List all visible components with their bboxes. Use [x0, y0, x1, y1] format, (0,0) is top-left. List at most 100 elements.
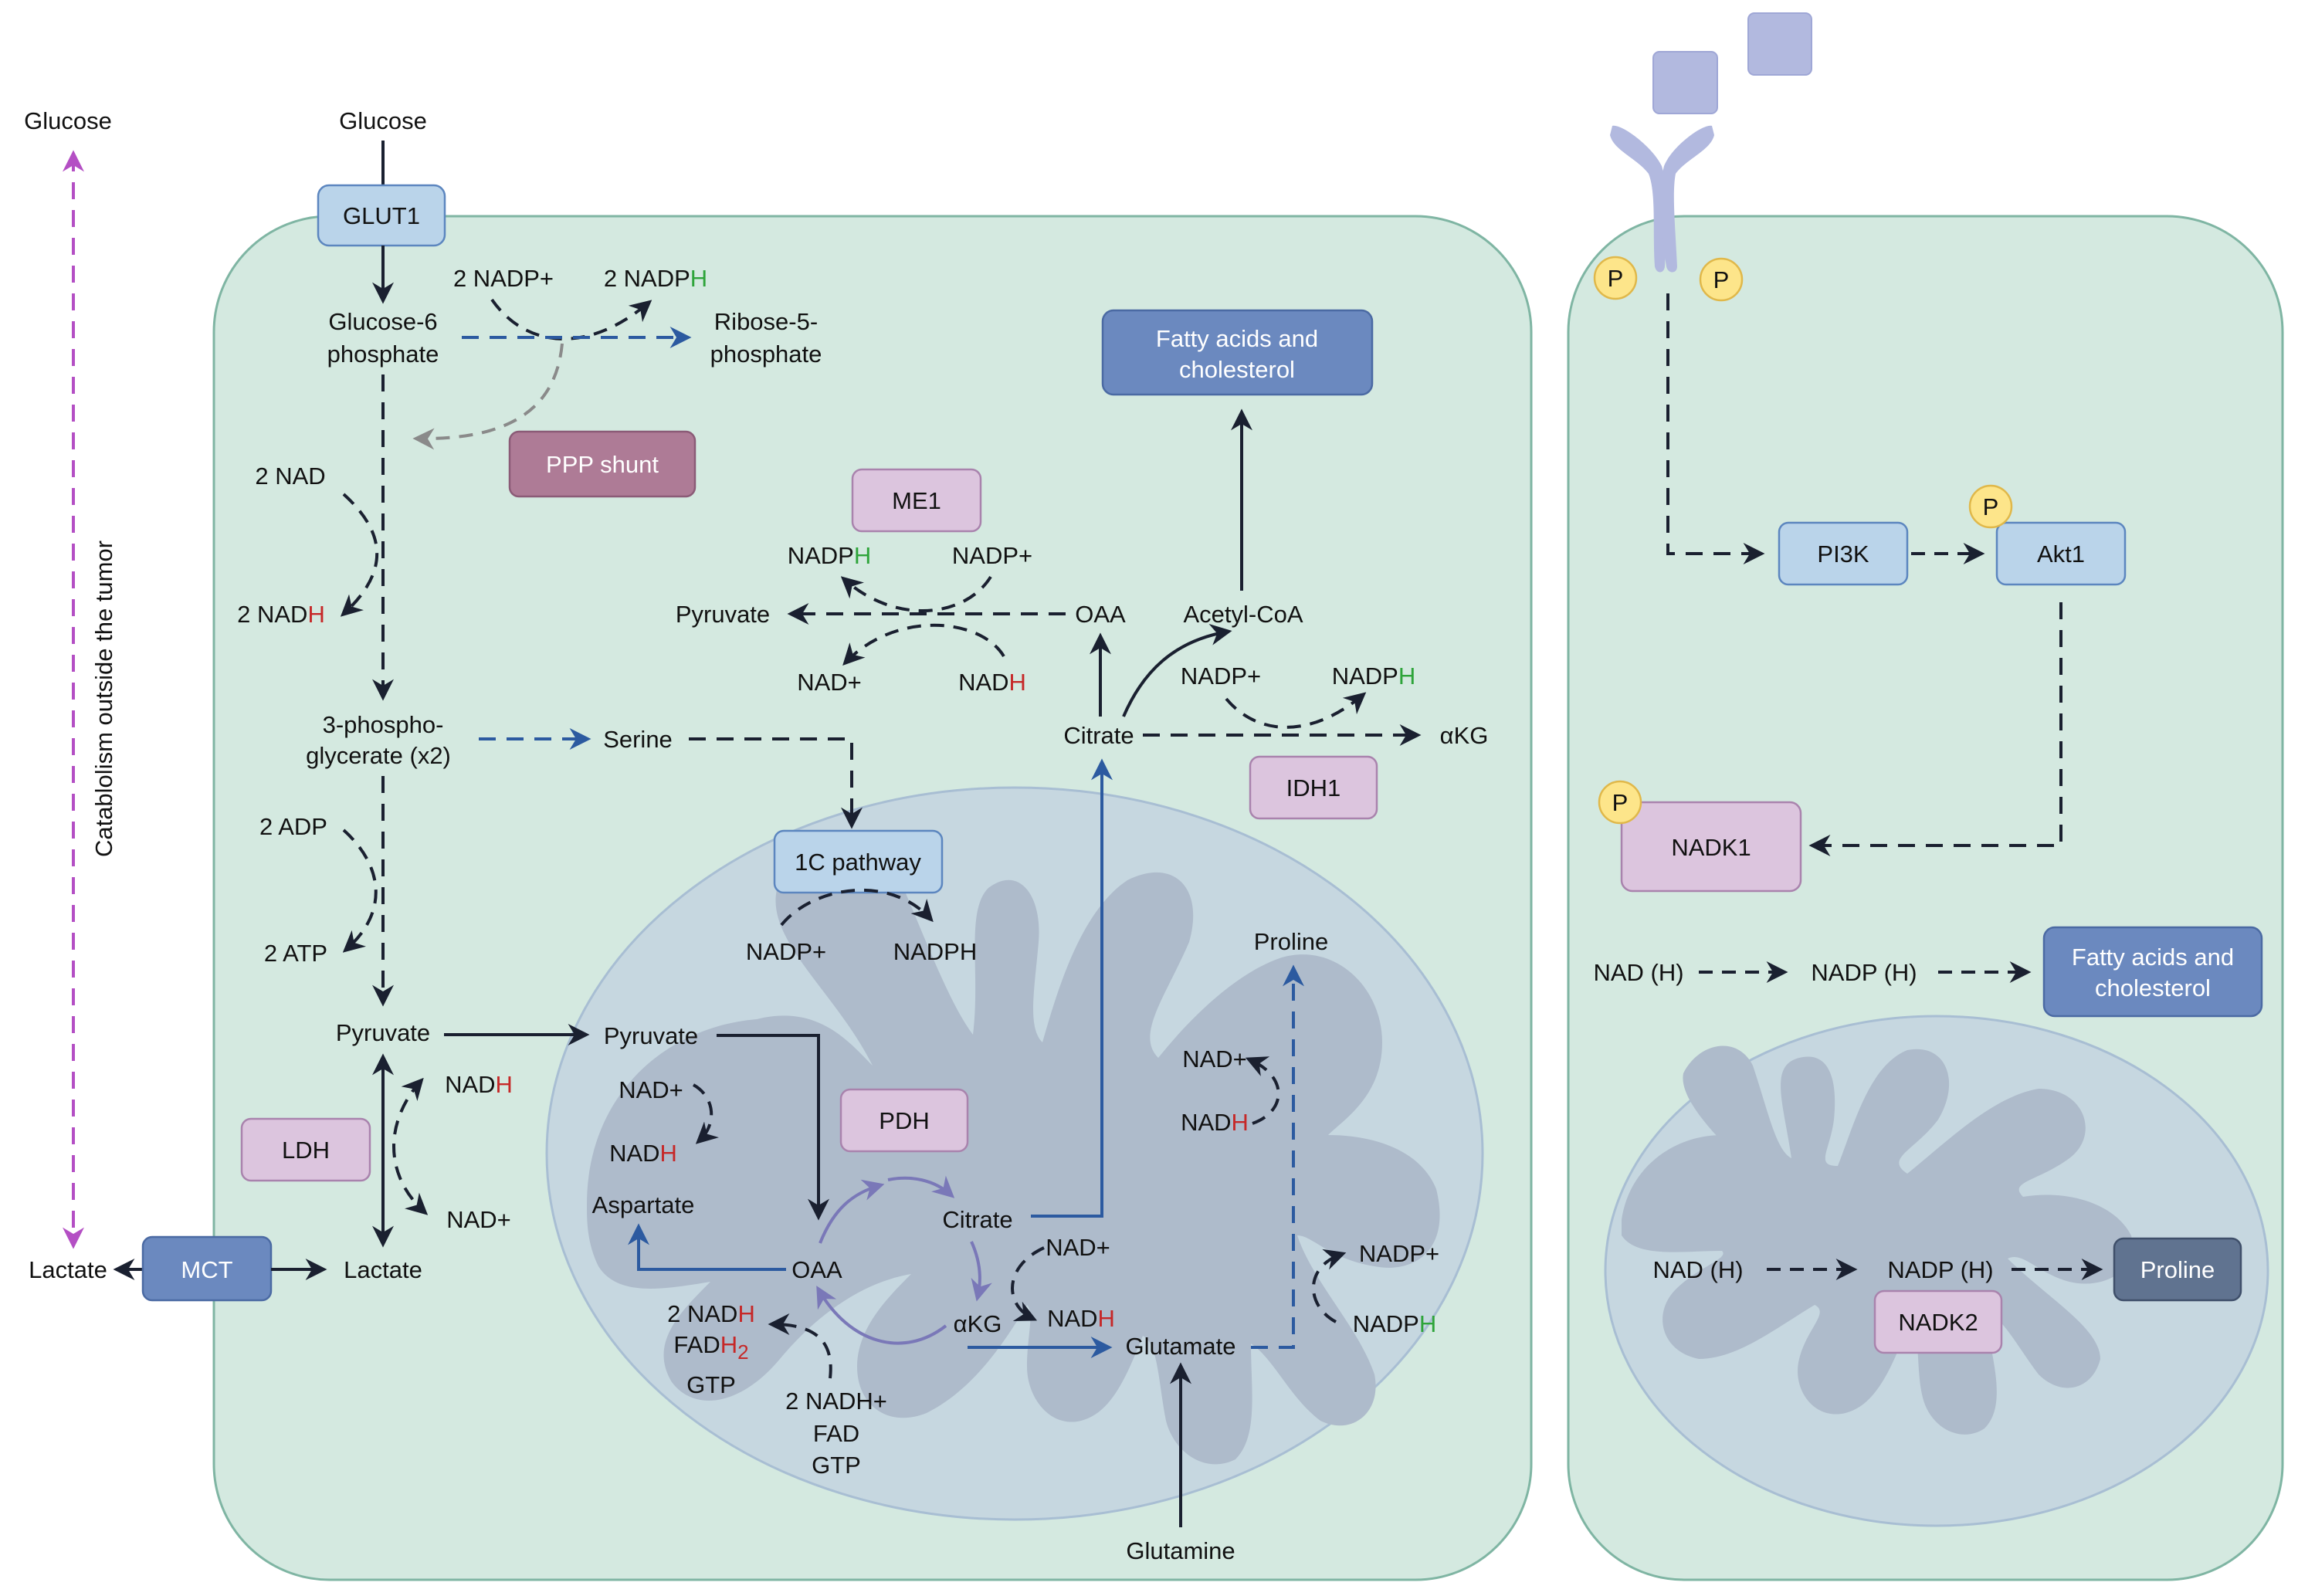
g6p-label-line1: Glucose-6 [328, 308, 437, 335]
pdh-enzyme[interactable]: PDH [839, 1088, 969, 1153]
pdh-label: PDH [879, 1107, 929, 1134]
svg-text:P: P [1713, 266, 1730, 293]
nadk2-label: NADK2 [1898, 1309, 1978, 1336]
adp-to-atp-arrow [342, 828, 378, 953]
svg-text:P: P [1983, 493, 1999, 520]
receptor-tyrosine-kinase-icon [1610, 125, 1714, 273]
fatty-acids-right-line2: cholesterol [2095, 974, 2211, 1001]
mito-nadp-h-label: NADP (H) [1887, 1256, 1993, 1283]
tca-substrate-gtp: GTP [812, 1452, 861, 1479]
pdh-nad-arrow [692, 1083, 719, 1144]
svg-text:P: P [1608, 265, 1624, 292]
akt1-kinase[interactable]: Akt1 [1995, 521, 2127, 586]
ldh-enzyme[interactable]: LDH [240, 1117, 371, 1182]
oaa-cytosol-label: OAA [1075, 601, 1126, 628]
proline-nadph-arrow [1311, 1249, 1347, 1323]
svg-text:P: P [1612, 789, 1629, 816]
glutamate-to-proline-arrow [1251, 964, 1304, 1349]
fatty-acids-cholesterol-box-right[interactable]: Fatty acids and cholesterol [2042, 926, 2263, 1018]
nadk2-kinase[interactable]: NADK2 [1873, 1289, 2003, 1354]
oaa-to-aspartate-arrow [628, 1223, 786, 1271]
glutamine-label: Glutamine [1126, 1537, 1235, 1564]
3pg-label-line2: glycerate (x2) [306, 742, 451, 769]
pyruvate-to-oaa-arrow [717, 1034, 829, 1221]
idh-nadph-label: NADPH [1332, 662, 1416, 690]
mct-label: MCT [181, 1256, 232, 1283]
fatty-acids-cholesterol-box[interactable]: Fatty acids and cholesterol [1101, 309, 1374, 396]
fatty-acids-line1: Fatty acids and [1156, 325, 1318, 352]
citrate-mito-label: Citrate [942, 1206, 1012, 1233]
one-c-nadph-label: NADPH [893, 938, 978, 965]
me1-nad-arrow [842, 623, 1005, 666]
pyruvate-cytosol-label: Pyruvate [336, 1019, 430, 1046]
tca-substrate-to-product-arrow [768, 1313, 832, 1379]
tca-substrate-nadh: 2 NADH+ [785, 1388, 887, 1415]
pyruvate-mito-label: Pyruvate [604, 1022, 698, 1049]
proline-mito-label: Proline [1254, 928, 1329, 955]
tca-product-fadh2: FADH2 [673, 1331, 748, 1364]
cyto-nadp-h-label: NADP (H) [1811, 959, 1917, 986]
ldh-label: LDH [282, 1137, 330, 1164]
ppp-shunt-box[interactable]: PPP shunt [508, 430, 697, 498]
akg-cytosol-label: αKG [1440, 722, 1489, 749]
idh1-label: IDH1 [1286, 774, 1341, 801]
me1-nad-plus-label: NAD+ [797, 669, 862, 696]
growth-factor-ligand-1 [1652, 51, 1718, 114]
ppp-shunt-return-arrow [412, 343, 564, 450]
pi3k-kinase[interactable]: PI3K [1778, 521, 1909, 586]
one-c-label: 1C pathway [795, 849, 921, 876]
mito-citrate-export-arrow [1031, 758, 1113, 1218]
tca-product-gtp: GTP [686, 1371, 736, 1398]
glut1-transporter[interactable]: GLUT1 [317, 184, 446, 247]
tca-citrate-to-akg-arrow [970, 1241, 992, 1302]
proline-nadp-plus-label: NADP+ [1359, 1240, 1439, 1267]
proline-nad-arrow [1245, 1056, 1280, 1125]
akg-mito-label: αKG [954, 1310, 1002, 1337]
g6p-label-line2: phosphate [327, 341, 439, 368]
me1-nadp-arrow [840, 575, 992, 612]
lactate-cytosol-label: Lactate [344, 1256, 422, 1283]
growth-factor-ligand-2 [1747, 12, 1812, 76]
phospho-badge-receptor-right: P [1699, 257, 1744, 302]
glut1-label: GLUT1 [343, 202, 420, 229]
adp-label: 2 ADP [259, 813, 327, 840]
one-c-nadp-arrow [780, 888, 934, 927]
proline-nadph-label: NADPH [1353, 1310, 1437, 1337]
citrate-cytosol-label: Citrate [1063, 722, 1134, 749]
tca-oaa-to-citrate-arrow-2 [887, 1175, 955, 1198]
idh1-enzyme[interactable]: IDH1 [1249, 755, 1378, 820]
lactate-outside-label: Lactate [29, 1256, 107, 1283]
r5p-label-line1: Ribose-5- [714, 308, 818, 335]
mito-nad-h-label: NAD (H) [1652, 1256, 1743, 1283]
proline-right-label: Proline [2140, 1256, 2215, 1283]
fatty-acids-line2: cholesterol [1179, 356, 1295, 383]
pi3k-label: PI3K [1817, 540, 1869, 568]
fatty-acids-right-line1: Fatty acids and [2072, 944, 2234, 971]
proline-nad-plus-label: NAD+ [1182, 1045, 1247, 1072]
ldh-nadh-label: NADH [445, 1071, 513, 1098]
serine-label: Serine [603, 726, 673, 753]
ppp-shunt-label: PPP shunt [546, 451, 659, 478]
proline-box-right[interactable]: Proline [2113, 1237, 2242, 1302]
mitochondrion-right-cristae [1622, 1045, 2133, 1435]
tca-substrate-fad: FAD [813, 1420, 859, 1447]
me1-nadh-label: NADH [958, 669, 1026, 696]
mct-transporter[interactable]: MCT [141, 1235, 273, 1302]
tca-product-nadh: 2 NADH [667, 1300, 755, 1327]
nadk1-kinase[interactable]: NADK1 [1620, 801, 1802, 893]
akt1-label: Akt1 [2037, 540, 2085, 568]
nad-glycolysis-label: 2 NAD [255, 463, 325, 490]
me1-label: ME1 [892, 487, 941, 514]
aspartate-label: Aspartate [592, 1191, 695, 1218]
phospho-badge-akt1: P [1968, 484, 2013, 529]
tca-akg-to-oaa-arrow [816, 1286, 947, 1345]
idh-nadp-plus-label: NADP+ [1181, 662, 1261, 690]
nad-to-nadh-glycolysis-arrow [340, 493, 379, 617]
nadph-ppp-label: 2 NADPH [604, 265, 707, 292]
atp-label: 2 ATP [264, 940, 327, 967]
mitochondrion-right [1604, 1015, 2269, 1527]
one-carbon-pathway-box[interactable]: 1C pathway [773, 829, 944, 894]
phospho-badge-nadk1: P [1598, 780, 1642, 825]
outside-region: Glucose Catablolism outside the tumor La… [24, 107, 427, 1283]
me1-enzyme[interactable]: ME1 [851, 468, 982, 533]
